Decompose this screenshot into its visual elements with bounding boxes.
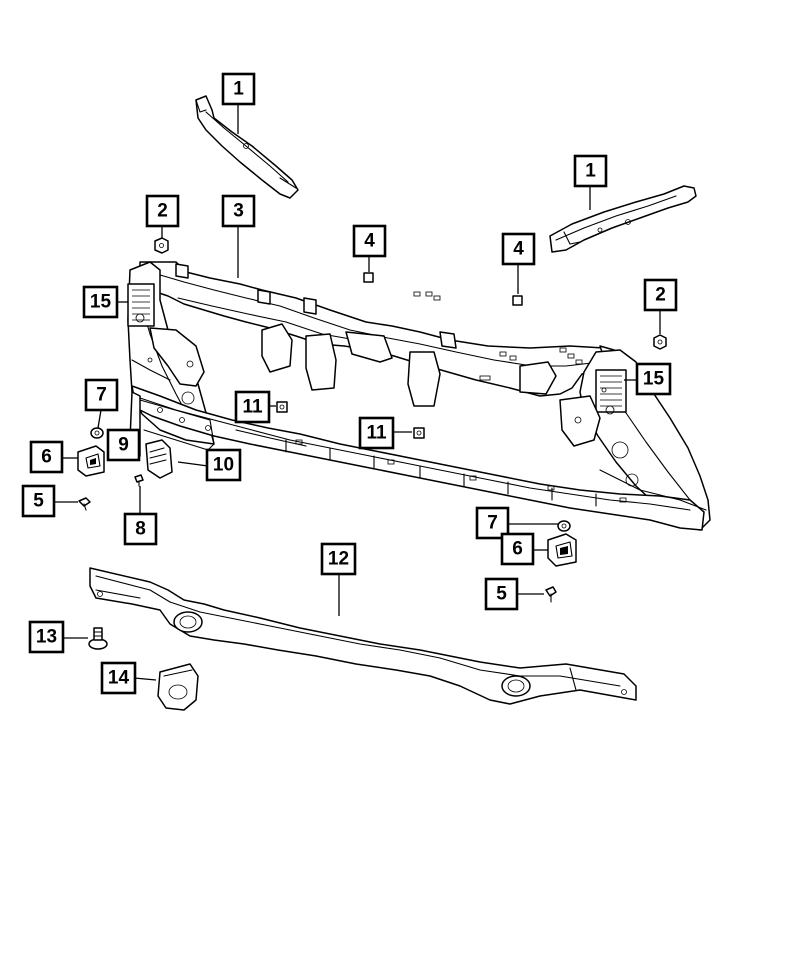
part-bracket-6-right [547, 533, 577, 567]
callout-14: 14 [100, 661, 137, 695]
callout-10: 10 [205, 448, 242, 482]
svg-text:5: 5 [33, 491, 44, 512]
part-bracket-left [195, 95, 299, 199]
callout-15-right: 15 [635, 362, 672, 396]
svg-text:4: 4 [364, 231, 375, 252]
svg-text:9: 9 [118, 435, 129, 456]
svg-text:15: 15 [643, 369, 665, 390]
leader-lines [54, 104, 661, 681]
part-latch-9 [145, 439, 173, 479]
part-screw-8 [134, 474, 144, 487]
svg-text:10: 10 [213, 455, 234, 476]
part-bolt-13 [88, 627, 108, 650]
svg-text:7: 7 [487, 513, 498, 534]
svg-text:3: 3 [233, 201, 244, 222]
svg-text:14: 14 [108, 668, 130, 689]
svg-text:8: 8 [135, 519, 146, 540]
callout-13: 13 [28, 620, 65, 654]
callout-8: 8 [123, 512, 158, 546]
part-bolt-5-right [545, 586, 557, 603]
callout-2-left: 2 [145, 194, 180, 228]
callout-11-left: 11 [234, 390, 271, 424]
part-bracket-14 [157, 663, 199, 711]
callout-5-right: 5 [484, 577, 519, 611]
callout-5-left: 5 [21, 484, 56, 518]
callout-1-right: 1 [573, 154, 608, 188]
part-nut-2-left [154, 237, 169, 254]
svg-text:6: 6 [41, 447, 52, 468]
part-nut-11-right [413, 427, 425, 439]
part-bolt-5-left [78, 497, 91, 511]
svg-text:4: 4 [513, 239, 524, 260]
part-clip-4-right [512, 295, 523, 306]
callout-3: 3 [221, 194, 256, 228]
svg-text:11: 11 [242, 397, 263, 418]
callout-9: 9 [106, 428, 141, 462]
part-clip-4-left [363, 272, 374, 283]
callout-15-left: 15 [82, 285, 119, 319]
part-bracket-right [549, 185, 697, 253]
part-nut-7-right [557, 520, 571, 532]
svg-text:13: 13 [36, 627, 57, 648]
callout-4-left: 4 [352, 224, 387, 258]
svg-text:11: 11 [366, 423, 387, 444]
callout-11-right: 11 [358, 416, 395, 450]
callout-12: 12 [320, 542, 357, 576]
part-nut-11-left [276, 401, 288, 413]
svg-text:2: 2 [157, 201, 168, 222]
svg-text:6: 6 [512, 539, 523, 560]
callout-4-right: 4 [501, 232, 536, 266]
part-nut-7-left [90, 427, 104, 439]
callout-1-left: 1 [221, 72, 256, 106]
svg-text:2: 2 [655, 285, 666, 306]
svg-text:7: 7 [96, 385, 107, 406]
part-radiator-support [127, 261, 711, 531]
callout-7-left: 7 [84, 378, 119, 412]
callout-2-right: 2 [643, 278, 678, 312]
svg-text:15: 15 [90, 292, 112, 313]
svg-text:12: 12 [328, 549, 349, 570]
svg-text:5: 5 [496, 584, 507, 605]
part-bracket-6-left [77, 445, 105, 477]
svg-text:1: 1 [585, 161, 596, 182]
part-tie-bar-12 [89, 567, 637, 705]
callout-6-left: 6 [29, 440, 64, 474]
callout-6-right: 6 [500, 532, 535, 566]
part-nut-2-right [653, 334, 667, 350]
svg-text:1: 1 [233, 79, 244, 100]
